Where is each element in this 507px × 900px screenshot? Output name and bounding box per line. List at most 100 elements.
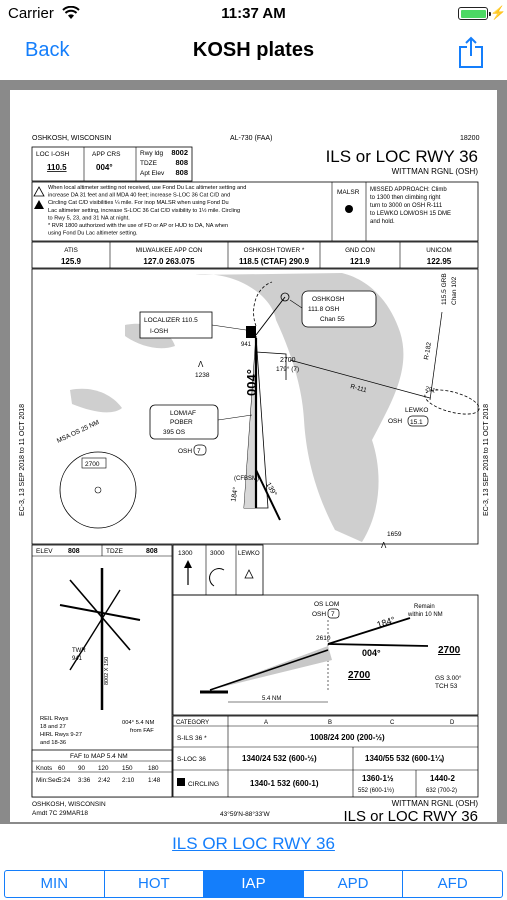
profile-osh: OSH [312,611,326,618]
missed-approach-text: MISSED APPROACH: Climb to 1300 then climb… [370,187,451,225]
freq-label: GND CON [345,247,375,254]
note-line: Lac altimeter setting, increase S-LOC 36… [48,207,240,214]
freq-label: MILWAUKEE APP CON [136,247,203,254]
glideslope-line [209,649,329,691]
profile-tch: TCH 53 [435,683,458,690]
freq-value: 127.0 263.075 [143,257,195,266]
timing-cell: 2:42 [98,777,111,784]
tab-iap[interactable]: IAP [204,871,304,897]
tab-apd[interactable]: APD [304,871,404,897]
localizer-ident: I-OSH [150,328,168,335]
share-icon[interactable] [458,35,484,69]
freq-label: ATIS [64,247,78,254]
missed-approach-line: and hold. [370,219,395,225]
note-line: Circling Cat C/D visibilities ¼ mile. Fo… [48,200,229,206]
missed-approach-path [253,281,273,327]
holding-pattern [424,389,480,415]
runway-9-27 [59,604,141,621]
rwy-note-1: 18 and 27 [40,724,66,730]
cat-sloc-cd: 1340/55 532 (600-1¼) [365,754,445,763]
freq-value: 125.9 [61,257,82,266]
radial-111: R-111 [349,383,367,394]
profile-outbound-line [327,617,411,645]
rwy-note-2: HIRL Rwys 9-27 [40,732,82,738]
plate-viewer[interactable]: OSHKOSH, WISCONSIN AL-730 (FAA) 18200 IL… [0,80,507,824]
note-line: using Fond Du Lac altimeter setting. [48,231,138,237]
timing-cell: 2:10 [122,777,135,784]
cat-circ-d-sub: 632 (700-2) [426,788,457,794]
tab-hot[interactable]: HOT [105,871,205,897]
profile-remain-0: Remain [414,604,435,610]
footer-location: OSHKOSH, WISCONSIN [32,801,106,808]
timing-cell: 3:36 [78,777,91,784]
status-time: 11:37 AM [221,5,286,22]
elev-label: ELEV [36,548,53,555]
tab-afd[interactable]: AFD [437,875,468,892]
obstacle-1659-icon: Λ [381,541,387,550]
cat-sloc-label: S-LOC 36 [177,756,206,763]
side-validity-left: EC-3, 13 SEP 2018 to 11 OCT 2018 [19,404,26,516]
timing-header-cell: 150 [122,765,133,772]
cat-circ-c: 1360-1½ [362,774,394,783]
grb-chan: Chan 102 [451,276,458,305]
plate-al-number: AL-730 (FAA) [230,135,272,142]
plate-number: 18200 [460,135,480,142]
profile-outbound-course: 184° [376,615,397,630]
footer-amendment: Amdt 7C 29MAR18 [32,810,88,817]
outbound-course-label: 184° [229,486,239,502]
circling-c-icon [177,778,185,786]
runway-symbol [246,326,256,338]
plate-document-link[interactable]: ILS OR LOC RWY 36 [172,834,335,853]
missed-approach-line: to 1300 then climbing right [370,195,441,201]
hold-icon [244,569,254,579]
freq-value: 121.9 [350,257,371,266]
holding-course: 291° [424,386,438,395]
back-button[interactable]: Back [25,39,70,61]
msa-circle [59,451,137,529]
leg-course: 179° (7) [276,365,299,373]
category-header-cell: D [450,720,455,726]
profile-2610: 2610 [316,635,331,642]
tdze-box-label: TDZE [106,548,124,555]
side-validity-right: EC-3, 13 SEP 2018 to 11 OCT 2018 [483,404,490,516]
rwy-note-3: and 18-36 [40,740,66,746]
cat-sils-label: S-ILS 36 * [177,735,207,742]
cat-sloc-ab: 1340/24 532 (600-½) [242,754,317,763]
approach-plate[interactable]: OSHKOSH, WISCONSIN AL-730 (FAA) 18200 IL… [10,90,497,822]
notes-text: When local altimeter setting not receive… [48,185,246,237]
grb-vor: 115.5 GRB [441,273,448,305]
missed-approach-line: to LEWKO LOM/OSH 15 DME [370,211,451,217]
timing-cell: Min:Sec [36,777,59,784]
profile-os-lom: OS LOM [314,601,339,608]
carrier-label: Carrier [8,5,54,22]
leg-altitude: 2700 [280,357,296,364]
cat-circ-c-sub: 552 (600-1½) [358,787,394,794]
tab-min[interactable]: MIN [5,871,105,897]
timing-header-cell: Knots [36,765,52,772]
mab-3000: 3000 [210,550,225,557]
runway-5-23 [69,579,131,651]
footer-airport: WITTMAN RGNL (OSH) [392,799,479,808]
vor-symbol-icon [280,292,290,302]
runway-dimensions: 8002 X 150 [104,657,110,685]
loc-freq: 110.5 [47,163,67,172]
missed-approach-line: turn to 3000 on OSH R-111 [370,203,443,209]
profile-dme: 7 [331,611,335,618]
navigation-bar: Back KOSH plates [0,28,507,78]
timing-header-cell: 60 [58,765,66,772]
lom-dme-value: 7 [197,448,201,455]
freq-value: 122.95 [427,257,452,266]
battery-icon [458,7,491,20]
vor-name: OSHKOSH [312,296,345,303]
tdze-box-value: 808 [146,548,158,555]
timing-header-cell: 120 [98,765,109,772]
apt-elev-label: Apt Elev [140,170,165,177]
note-line: increase DA 31 feet and all MDA 40 feet;… [48,193,230,199]
profile-distance: 5.4 NM [262,696,281,702]
missed-approach-line: MISSED APPROACH: Climb [370,187,447,193]
category-header-cell: C [390,720,395,726]
app-crs: 004° [96,163,113,172]
